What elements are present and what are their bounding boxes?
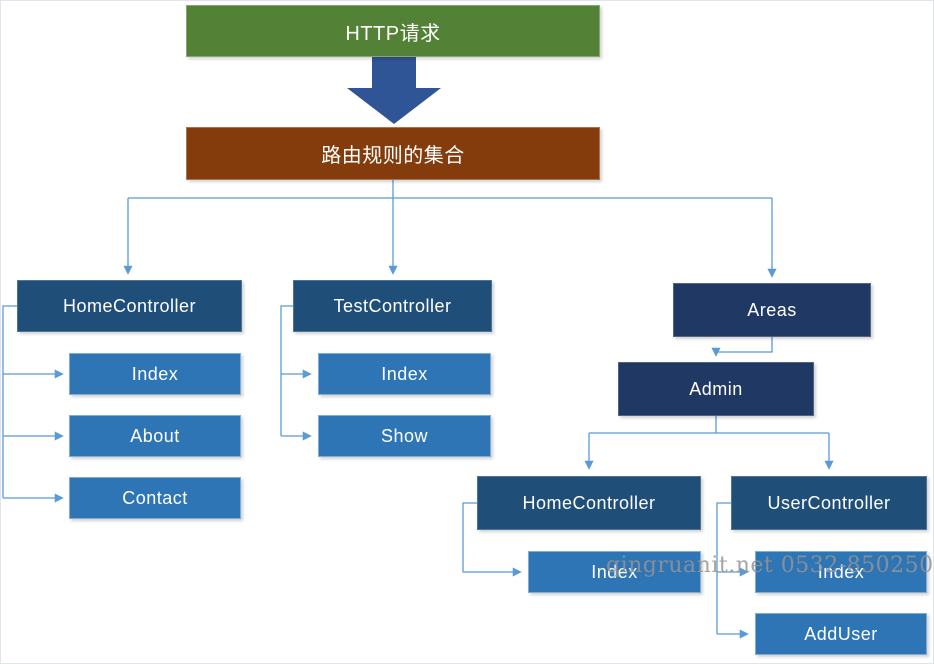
node-test-show: Show [318,415,491,457]
connector-trunk [128,180,772,199]
node-test-index: Index [318,353,491,395]
route-rules-box: 路由规则的集合 [186,127,600,180]
connector-admin-trunk [589,416,829,434]
connector-test-spine [280,305,293,436]
node-admin: Admin [618,362,814,416]
node-admin-home-controller: HomeController [477,476,701,530]
node-home-controller: HomeController [17,280,242,332]
node-user-controller: UserController [731,476,927,530]
watermark-text: qingruanit.net 0532-85025005 [606,553,934,578]
node-home-about: About [69,415,241,457]
http-request-box: HTTP请求 [186,5,600,57]
node-home-index: Index [69,353,241,395]
down-arrow-icon [347,57,441,124]
node-admin-home-index: Index [528,551,701,593]
node-areas: Areas [673,283,871,337]
node-user-index: Index [755,551,927,593]
node-user-adduser: AddUser [755,613,927,655]
connector-areas-admin [711,337,773,357]
connector-home-spine [2,305,17,498]
node-home-contact: Contact [69,477,241,519]
node-test-controller: TestController [293,280,492,332]
